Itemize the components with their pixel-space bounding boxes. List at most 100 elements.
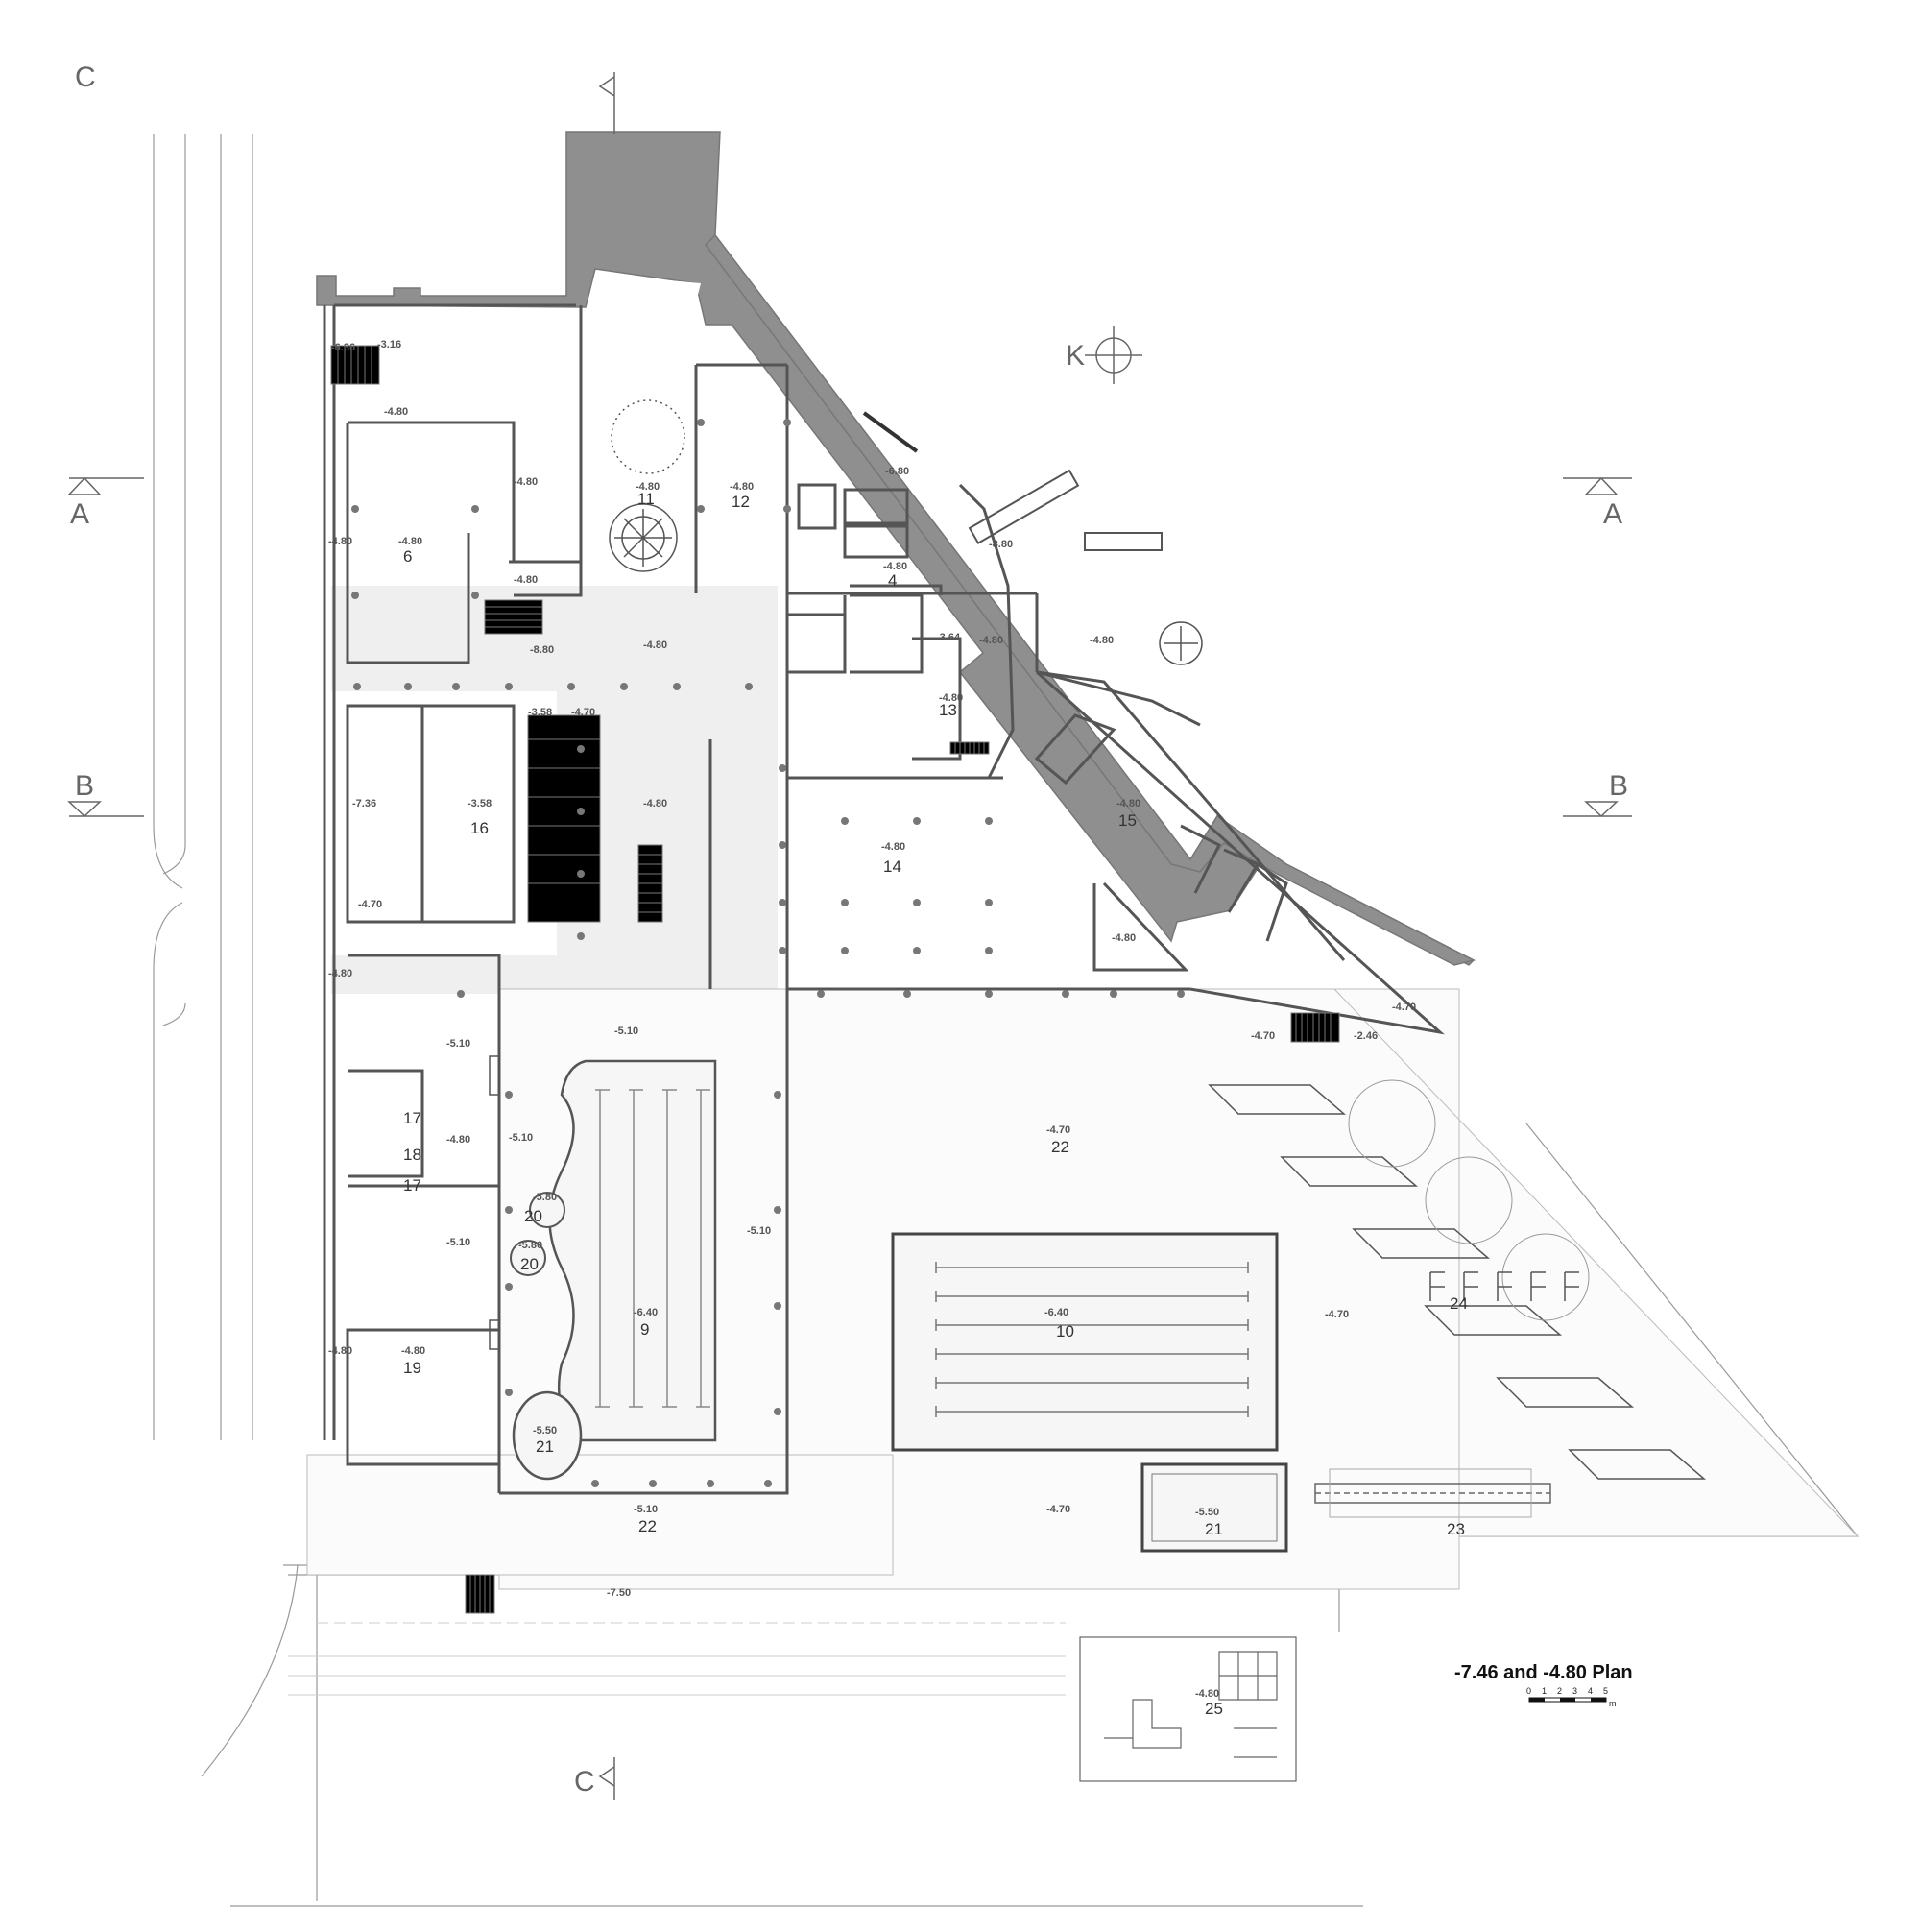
scale-tick: 3 — [1572, 1686, 1577, 1696]
columns — [351, 419, 1185, 1487]
level-label: -4.80 — [1116, 798, 1140, 809]
level-label: -4.80 — [636, 481, 660, 493]
room-number: 24 — [1450, 1294, 1468, 1313]
plan-title: -7.46 and -4.80 Plan — [1454, 1662, 1633, 1683]
level-label: -6.40 — [634, 1307, 658, 1318]
level-label: -3.64 — [936, 632, 961, 643]
room-number: 17 — [403, 1176, 421, 1195]
sun-loungers — [1208, 1079, 1707, 1480]
scale-tick: 4 — [1588, 1686, 1593, 1696]
room-number: 21 — [1205, 1520, 1223, 1538]
level-label: -4.70 — [1046, 1124, 1070, 1136]
room-number: 13 — [939, 701, 957, 719]
level-label: -4.80 — [1195, 1688, 1219, 1700]
room-number: 10 — [1056, 1322, 1074, 1340]
room-number: 15 — [1118, 811, 1137, 830]
level-label: -5.50 — [533, 1425, 557, 1437]
level-label: -5.10 — [634, 1504, 658, 1515]
level-label: -4.80 — [401, 1345, 425, 1357]
playground — [1079, 1636, 1297, 1782]
section-mark-c-top: C — [75, 61, 96, 93]
level-label: -5.80 — [533, 1192, 557, 1203]
section-markers — [67, 72, 1632, 1800]
room-number: 22 — [638, 1517, 657, 1535]
level-label: -4.80 — [643, 640, 667, 651]
scale-tick: 0 — [1526, 1686, 1531, 1696]
room-number: 20 — [524, 1207, 542, 1225]
level-label: -7.50 — [607, 1587, 631, 1599]
room-number: 9 — [640, 1320, 649, 1339]
level-label: -4.70 — [1392, 1002, 1416, 1013]
level-label: -5.10 — [509, 1132, 533, 1144]
level-label: -6.80 — [885, 466, 909, 477]
room-number: 11 — [637, 490, 655, 508]
section-mark-b-right: B — [1609, 770, 1628, 802]
room-number: 16 — [470, 819, 489, 837]
level-label: -4.80 — [384, 406, 408, 418]
level-label: -4.80 — [1090, 635, 1114, 646]
section-mark-a-left: A — [70, 498, 89, 530]
room-number: 18 — [403, 1146, 421, 1164]
level-label: -6.40 — [1044, 1307, 1068, 1318]
section-mark-b-left: B — [75, 770, 94, 802]
level-label: -4.80 — [514, 476, 538, 488]
room-numbers: 6 11 12 4 13 14 15 16 17 18 17 19 20 20 … — [403, 490, 1468, 1718]
level-label: -5.10 — [446, 1237, 470, 1248]
scale-unit: m — [1609, 1699, 1617, 1708]
level-label: -4.80 — [881, 841, 905, 853]
level-label: -3.16 — [377, 339, 401, 350]
level-label: -4.80 — [328, 1345, 352, 1357]
level-label: -4.70 — [358, 899, 382, 910]
outdoor-pool — [891, 1232, 1288, 1553]
stairs — [330, 345, 1340, 1614]
scale-tick: 5 — [1603, 1686, 1608, 1696]
boardwalk — [1314, 1468, 1551, 1518]
level-label: -6.36 — [331, 342, 355, 353]
level-label: -4.80 — [398, 536, 422, 547]
level-label: -5.80 — [518, 1240, 542, 1251]
level-label: -7.36 — [352, 798, 376, 809]
level-label: -4.80 — [883, 561, 907, 572]
scale-tick: 2 — [1557, 1686, 1562, 1696]
section-mark-a-right: A — [1603, 498, 1622, 530]
level-label: -3.58 — [528, 707, 552, 718]
level-label: -4.80 — [1112, 932, 1136, 944]
level-label: -5.50 — [1195, 1507, 1219, 1518]
level-label: -5.10 — [614, 1026, 638, 1037]
north-wall — [316, 131, 1476, 966]
level-label: -4.80 — [328, 536, 352, 547]
room-number: 25 — [1205, 1700, 1223, 1718]
level-label: -4.70 — [1251, 1030, 1275, 1042]
level-label: -4.80 — [730, 481, 754, 493]
room-number: 23 — [1447, 1520, 1465, 1538]
level-label: -5.10 — [446, 1038, 470, 1050]
level-label: -4.80 — [446, 1134, 470, 1146]
level-label: -5.10 — [747, 1225, 771, 1237]
level-label: -4.70 — [571, 707, 595, 718]
walls — [323, 303, 1445, 1495]
level-label: -8.80 — [530, 644, 554, 656]
level-label: -4.80 — [328, 968, 352, 979]
room-number: 4 — [888, 571, 897, 590]
room-number: 14 — [883, 857, 901, 876]
section-mark-k: K — [1066, 340, 1085, 372]
level-label: -4.80 — [939, 692, 963, 704]
level-label: -4.70 — [1325, 1309, 1349, 1320]
room-number: 12 — [732, 493, 750, 511]
level-label: -2.46 — [1354, 1030, 1378, 1042]
level-label: -4.70 — [1046, 1504, 1070, 1515]
room-number: 6 — [403, 547, 412, 566]
scale-bar: 0 1 2 3 4 5 m — [1526, 1686, 1617, 1708]
room-number: 19 — [403, 1359, 421, 1377]
trees — [609, 399, 1203, 665]
scale-tick: 1 — [1542, 1686, 1547, 1696]
indoor-pool — [489, 1055, 717, 1481]
level-annotations: -6.36 -3.16 -4.80 -4.80 -4.80 -4.80 -4.8… — [328, 339, 1416, 1700]
level-label: -4.80 — [514, 574, 538, 586]
level-label: -3.58 — [468, 798, 492, 809]
retaining-walls — [316, 131, 1476, 966]
east-wall — [705, 233, 1476, 966]
level-label: -8.80 — [989, 539, 1013, 550]
room-number: 20 — [520, 1255, 539, 1273]
